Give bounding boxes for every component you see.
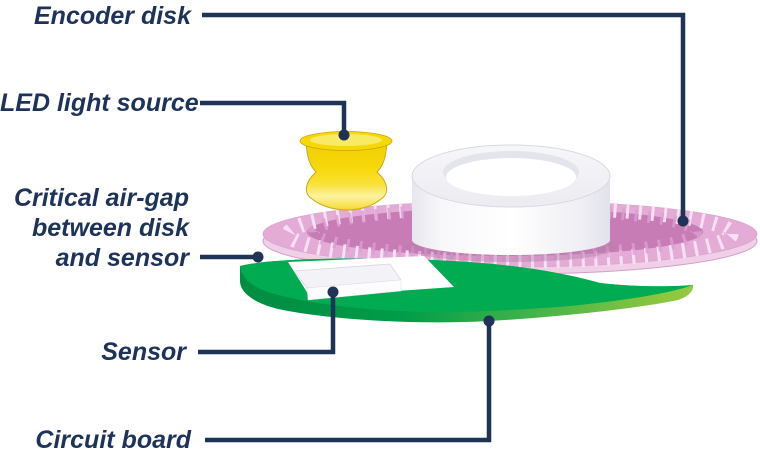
- led-shape: [299, 131, 393, 211]
- label-encoder-disk: Encoder disk: [34, 2, 191, 30]
- label-critical-air-gap: Critical air-gap between disk and sensor: [0, 183, 189, 273]
- hub-bore-hole: [446, 158, 576, 196]
- dot-circuit-board: [483, 315, 495, 327]
- circuit-board-shape: [240, 256, 694, 323]
- label-sensor: Sensor: [101, 338, 186, 366]
- label-critical-air-gap-line3: and sensor: [55, 244, 189, 272]
- dot-encoder-disk: [677, 215, 689, 227]
- hub-cylinder-shape: [405, 144, 617, 262]
- leader-lines: [198, 12, 686, 443]
- label-critical-air-gap-line1: Critical air-gap: [13, 184, 189, 212]
- leader-circuit-board: [205, 323, 492, 443]
- leader-led: [200, 100, 347, 134]
- dot-sensor: [327, 286, 339, 298]
- label-critical-air-gap-line2: between disk: [32, 214, 189, 242]
- dot-air-gap: [252, 251, 264, 263]
- disk-outer-tick-ring: [281, 199, 739, 269]
- led-body: [305, 141, 388, 211]
- leader-sensor: [198, 293, 336, 355]
- leader-encoder-disk: [202, 12, 686, 220]
- leader-dots: [252, 129, 689, 327]
- label-led-light-source: LED light source: [0, 89, 199, 117]
- label-circuit-board: Circuit board: [35, 426, 191, 454]
- dot-led: [338, 129, 350, 141]
